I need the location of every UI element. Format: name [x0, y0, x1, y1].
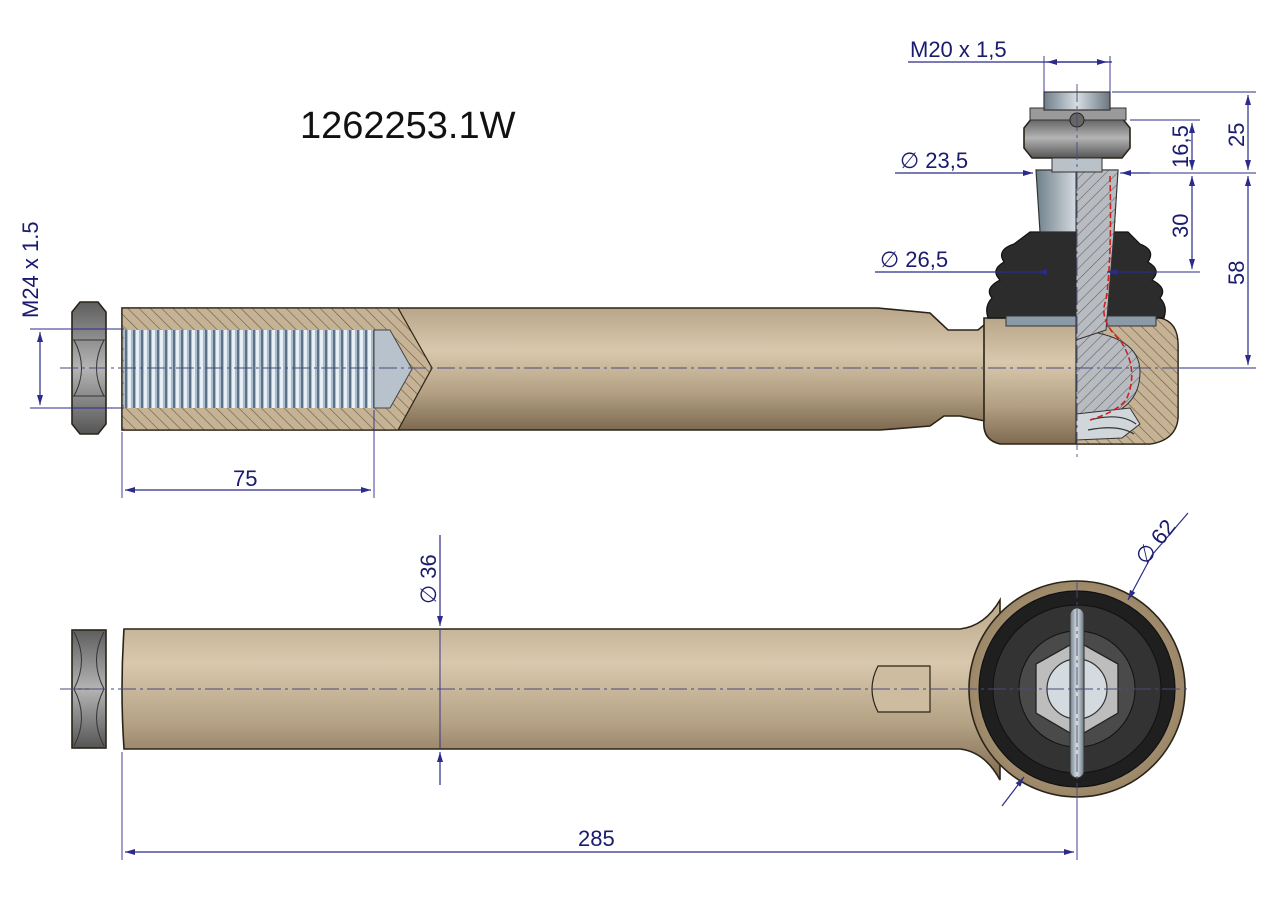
dim-m24-label: M24 x 1.5 — [18, 221, 43, 318]
dim-heights: 25 16,5 30 58 — [1112, 91, 1256, 369]
dim-d36: ∅ 36 — [416, 535, 443, 785]
dim-m20: M20 x 1,5 — [908, 37, 1112, 94]
dim-58-label: 58 — [1224, 261, 1249, 285]
dim-d36-label: ∅ 36 — [416, 554, 441, 604]
dim-d23-label: ∅ 23,5 — [900, 148, 968, 173]
dim-16-label: 16,5 — [1168, 125, 1193, 168]
internal-thread — [124, 330, 374, 408]
dim-d23: ∅ 23,5 — [895, 148, 1150, 176]
dim-d62-label: ∅ 62 — [1130, 514, 1180, 569]
dim-285-label: 285 — [578, 826, 615, 851]
part-number-title: 1262253.1W — [300, 105, 516, 147]
rod-body-plan — [121, 597, 1001, 781]
dim-30-label: 30 — [1168, 214, 1193, 238]
dim-285: 285 — [121, 752, 1078, 860]
dim-75-label: 75 — [233, 466, 257, 491]
dim-75: 75 — [121, 410, 375, 498]
dim-m24: M24 x 1.5 — [18, 221, 124, 409]
side-view — [60, 84, 1190, 458]
eye-housing-side — [983, 317, 1179, 445]
dim-m20-label: M20 x 1,5 — [910, 37, 1007, 62]
dim-d26: ∅ 26,5 — [875, 247, 1150, 275]
plan-view — [60, 580, 1190, 800]
dim-d26-label: ∅ 26,5 — [880, 247, 948, 272]
rod-body-side — [121, 307, 1011, 432]
dim-25-label: 25 — [1224, 123, 1249, 147]
